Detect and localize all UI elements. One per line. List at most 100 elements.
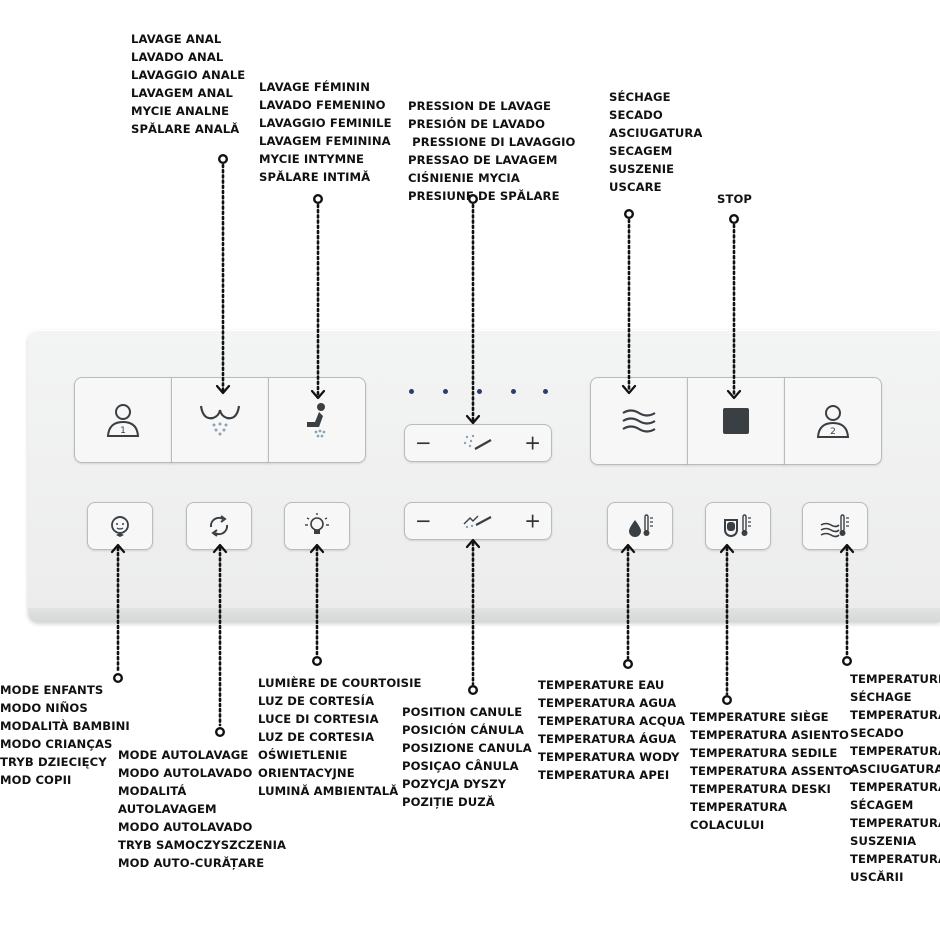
user-2-number: 2 [830,427,836,437]
feminine-wash-button[interactable] [268,377,366,463]
label-line: TEMPERATURA APEI [538,768,670,782]
label-line: LAVAGGIO FEMINILE [259,116,392,130]
nozzle-position-button[interactable]: − + [404,502,552,540]
label-line: LAVADO FEMENINO [259,98,386,112]
pressure-adjust-button[interactable]: − + [404,424,552,462]
label-line: TEMPERATURE [850,672,940,686]
anal-wash-icon [199,405,241,436]
label-line: TEMPERATURA [850,852,940,866]
label-line: LAVAGE FÉMININ [259,80,371,94]
user-1-button[interactable]: 1 [74,377,172,463]
night-light-button[interactable] [284,502,350,550]
label-line: PRESSAO DE LAVAGEM [408,153,558,167]
label-line: TEMPERATURA ASIENTO [690,728,849,742]
label-line: LUZ DE CORTESÍA [258,694,375,708]
position-minus-button[interactable]: − [415,508,432,533]
label-line: TEMPERATURE SIÈGE [690,710,829,724]
user-1-icon: 1 [106,404,140,437]
pressure-minus-button[interactable]: − [415,430,432,455]
label-line: TEMPERATURA SEDILE [690,746,838,760]
label-line: SPĂLARE INTIMĂ [259,170,371,184]
label-line: STOP [717,192,753,206]
label-seat-temp: TEMPERATURE SIÈGE TEMPERATURA ASIENTO TEMP… [690,708,852,834]
label-line: MODE AUTOLAVAGE [118,748,249,762]
label-line: SECAGEM [609,144,673,158]
position-plus-button[interactable]: + [524,508,541,533]
label-line: MODO AUTOLAVADO [118,820,253,834]
led-indicator [409,389,414,394]
label-line: TEMPERATURA ASSENTO [690,764,853,778]
label-line: USCARE [609,180,662,194]
label-line: MOD AUTO-CURĂȚARE [118,856,265,870]
water-drop-thermometer-icon [629,514,653,537]
label-line: MODO CRIANÇAS [0,737,113,751]
label-line: MOD COPII [0,773,72,787]
label-line: TRYB DZIECIĘCY [0,755,107,769]
label-line: SÉCAGEM [850,798,914,812]
stop-button[interactable] [687,377,785,465]
label-line: TEMPERATURA [850,816,940,830]
label-line: PRESSION DE LAVAGE [408,99,551,113]
label-line: CIŚNIENIE MYCIA [408,171,520,185]
label-stop: STOP [717,190,752,208]
dry-temp-button[interactable] [802,502,868,550]
label-line: TEMPERATURA [850,744,940,758]
label-feminine-wash: LAVAGE FÉMININ LAVADO FEMENINO LAVAGGIO FE… [259,78,392,186]
auto-wash-button[interactable] [186,502,252,550]
label-line: SUSZENIA [850,834,917,848]
label-line: SECADO [850,726,904,740]
refresh-arrows-icon [209,515,229,537]
label-line: MODO NIÑOS [0,701,88,715]
label-line: LUCE DI CORTESIA [258,712,379,726]
label-line: MODALITÀ BAMBINI [0,719,130,733]
label-line: ASCIUGATURA [850,762,940,776]
label-line: SUSZENIE [609,162,675,176]
label-line: PRESSIONE DI LAVAGGIO [408,135,576,149]
led-indicator [477,389,482,394]
pressure-plus-button[interactable]: + [524,430,541,455]
label-line: SECADO [609,108,663,122]
led-indicator [511,389,516,394]
label-dry-temp: TEMPERATURE SÉCHAGE TEMPERATURA SECADO TEMPE… [850,670,940,886]
led-indicator [443,389,448,394]
label-line: AUTOLAVAGEM [118,802,217,816]
feminine-wash-icon [307,403,326,438]
air-thermometer-icon [820,514,849,538]
label-line: TEMPERATURE EAU [538,678,665,692]
anal-wash-button[interactable] [171,377,269,463]
label-line: TEMPERATURA WODY [538,750,680,764]
label-line: SÉCHAGE [850,690,912,704]
label-line: TEMPERATURA [850,708,940,722]
user-1-number: 1 [120,426,126,436]
label-line: SPĂLARE ANALĂ [131,122,240,136]
label-line: MYCIE INTYMNE [259,152,365,166]
label-line: OŚWIETLENIE [258,748,348,762]
label-line: TRYB SAMOCZYSZCZENIA [118,838,287,852]
label-line: LAVAGEM FEMININA [259,134,391,148]
label-line: SÉCHAGE [609,90,671,104]
drying-button[interactable] [590,377,688,465]
label-line: TEMPERATURA [690,800,788,814]
led-indicator [543,389,548,394]
user-2-button[interactable]: 2 [784,377,882,465]
water-temp-button[interactable] [607,502,673,550]
spray-pressure-icon [463,434,492,451]
child-mode-button[interactable] [87,502,153,550]
label-line: COLACULUI [690,818,765,832]
label-line: MODO AUTOLAVADO [118,766,253,780]
seat-temp-button[interactable] [705,502,771,550]
child-face-icon [111,516,129,537]
drying-waves-icon [622,409,656,433]
label-line: ORIENTACYJNE [258,766,355,780]
label-line: LAVAGEM ANAL [131,86,233,100]
label-line: POSITION CANULE [402,705,523,719]
label-line: POZIȚIE DUZĂ [402,795,495,809]
